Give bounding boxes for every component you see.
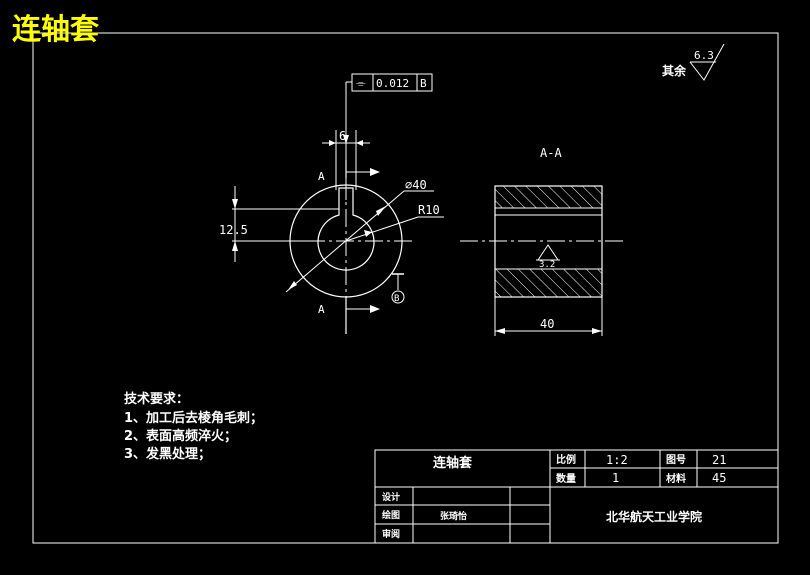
material-label: 材料 bbox=[666, 472, 686, 485]
drawing-number-value: 21 bbox=[712, 453, 726, 467]
quantity-label: 数量 bbox=[556, 472, 576, 485]
cut-mark-bottom: A bbox=[318, 296, 380, 334]
part-name: 连轴套 bbox=[433, 455, 473, 471]
roughness-other-symbol: 其余 6.3 bbox=[662, 43, 725, 81]
tolerance-datum: B bbox=[420, 77, 427, 90]
symmetry-icon: ⌯ bbox=[356, 76, 366, 90]
roughness-other-label: 其余 bbox=[662, 63, 687, 78]
datum-b-marker: B bbox=[391, 273, 405, 304]
material-value: 45 bbox=[712, 471, 726, 485]
cut-mark-top: A bbox=[318, 160, 380, 183]
length-dimension: 40 bbox=[494, 297, 603, 336]
roughness-other-value: 6.3 bbox=[694, 49, 714, 62]
outer-diameter-dimension: ⌀40 bbox=[285, 178, 434, 293]
radius-dimension: R10 bbox=[345, 203, 444, 242]
section-label: A-A bbox=[540, 146, 562, 160]
requirement-item: 3、发黑处理； bbox=[124, 446, 211, 462]
datum-label: B bbox=[394, 294, 399, 304]
requirement-item: 2、表面高频淬火； bbox=[124, 428, 237, 444]
draw-label: 绘图 bbox=[382, 509, 400, 521]
technical-requirements: 技术要求： 1、加工后去棱角毛刺； 2、表面高频淬火； 3、发黑处理； bbox=[124, 391, 263, 462]
key-depth-dimension: 12.5 bbox=[219, 186, 339, 262]
outer-diameter-value: ⌀40 bbox=[405, 178, 427, 192]
section-view: 3.2 bbox=[460, 185, 626, 298]
bore-with-keyway bbox=[317, 187, 375, 271]
length-value: 40 bbox=[540, 317, 554, 331]
quantity-value: 1 bbox=[612, 471, 619, 485]
requirements-heading: 技术要求： bbox=[124, 391, 189, 407]
tolerance-value: 0.012 bbox=[376, 77, 409, 90]
drafter-name: 张琦怡 bbox=[440, 510, 467, 522]
radius-value: R10 bbox=[418, 203, 440, 217]
drawing-frame bbox=[32, 32, 779, 544]
review-label: 审阅 bbox=[382, 528, 400, 540]
title-block: 连轴套 比例 1:2 图号 21 数量 1 材料 45 设计 绘图 张琦怡 审阅… bbox=[374, 449, 779, 544]
design-label: 设计 bbox=[382, 491, 400, 503]
section-roughness-value: 3.2 bbox=[539, 260, 555, 270]
school-name: 北华航天工业学院 bbox=[606, 509, 702, 524]
scale-label: 比例 bbox=[556, 453, 576, 466]
keyway-width-dimension: 6 bbox=[322, 129, 370, 190]
cut-label-bottom: A bbox=[318, 303, 325, 316]
keyway-width-value: 6 bbox=[339, 129, 346, 143]
corner-title: 连轴套 bbox=[12, 12, 99, 46]
scale-value: 1:2 bbox=[606, 453, 628, 467]
key-depth-value: 12.5 bbox=[219, 223, 248, 237]
cut-label-top: A bbox=[318, 170, 325, 183]
requirement-item: 1、加工后去棱角毛刺； bbox=[124, 410, 263, 426]
drawing-number-label: 图号 bbox=[666, 454, 686, 466]
